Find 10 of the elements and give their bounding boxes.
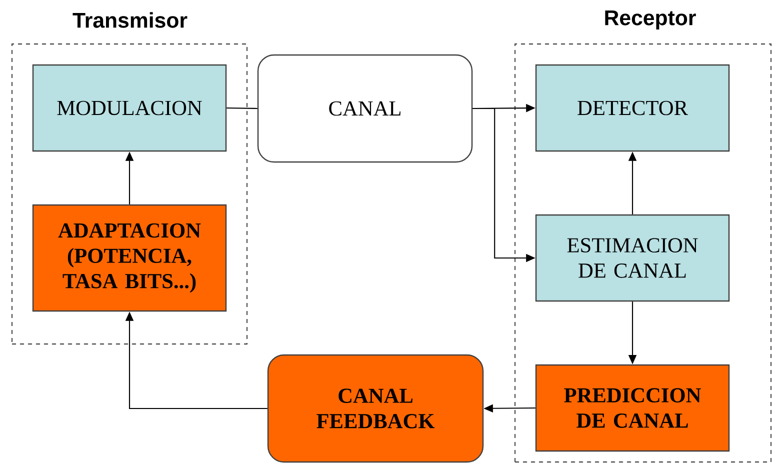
feedback-box: CANAL FEEDBACK xyxy=(267,354,484,463)
connector-line xyxy=(226,107,258,110)
process-box: MODULACION xyxy=(32,64,227,152)
group-heading: Transmisor xyxy=(72,12,188,28)
process-box: ESTIMACION DE CANAL xyxy=(535,214,730,302)
channel-box: CANAL xyxy=(257,54,473,163)
group-heading: Receptor xyxy=(605,10,696,30)
process-box: ADAPTACION (POTENCIA, TASA BITS...) xyxy=(32,204,227,312)
process-box: PREDICCION DE CANAL xyxy=(535,364,730,452)
process-box: DETECTOR xyxy=(535,64,730,152)
